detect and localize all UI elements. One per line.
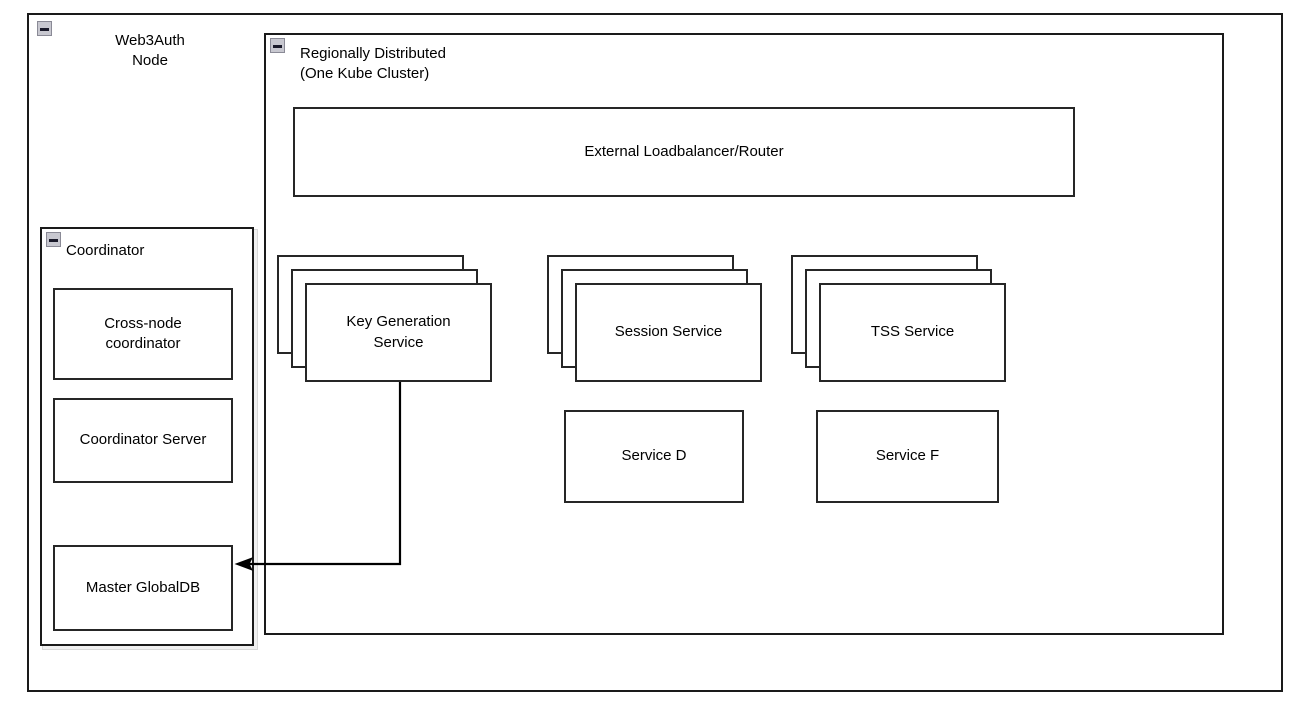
node-external-loadbalancer[interactable]: External Loadbalancer/Router <box>293 107 1075 197</box>
stack-tss-service[interactable]: TSS Service <box>791 255 1006 382</box>
group-title-web3auth-node: Web3Auth Node <box>115 32 185 70</box>
group-title-regionally-distributed: Regionally Distributed (One Kube Cluster… <box>300 45 446 83</box>
stack-layer-front-session-service[interactable]: Session Service <box>575 283 762 382</box>
stack-session-service[interactable]: Session Service <box>547 255 762 382</box>
node-service-d[interactable]: Service D <box>564 410 744 503</box>
node-label-master-globaldb: Master GlobalDB <box>85 578 201 596</box>
node-label-tss-service: TSS Service <box>870 323 955 341</box>
node-label-cross-node-coordinator: Cross-node coordinator <box>104 314 182 352</box>
node-label-coordinator-server: Coordinator Server <box>79 431 207 449</box>
collapse-minus-icon-web3auth-node[interactable] <box>37 21 52 36</box>
stack-key-generation-service[interactable]: Key Generation Service <box>277 255 492 382</box>
node-service-f[interactable]: Service F <box>816 410 999 503</box>
group-title-coordinator: Coordinator <box>66 242 145 259</box>
collapse-minus-icon-regionally-distributed[interactable] <box>270 38 285 53</box>
node-label-session-service: Session Service <box>614 323 723 341</box>
collapse-minus-icon-coordinator[interactable] <box>46 232 61 247</box>
node-label-service-d: Service D <box>621 447 687 465</box>
node-cross-node-coordinator[interactable]: Cross-node coordinator <box>53 288 233 380</box>
node-master-globaldb[interactable]: Master GlobalDB <box>53 545 233 631</box>
node-label-external-loadbalancer: External Loadbalancer/Router <box>584 142 784 160</box>
node-label-service-f: Service F <box>875 447 940 465</box>
stack-layer-front-tss-service[interactable]: TSS Service <box>819 283 1006 382</box>
stack-layer-front-key-generation-service[interactable]: Key Generation Service <box>305 283 492 382</box>
node-label-key-generation-service: Key Generation Service <box>346 313 451 351</box>
node-coordinator-server[interactable]: Coordinator Server <box>53 398 233 483</box>
